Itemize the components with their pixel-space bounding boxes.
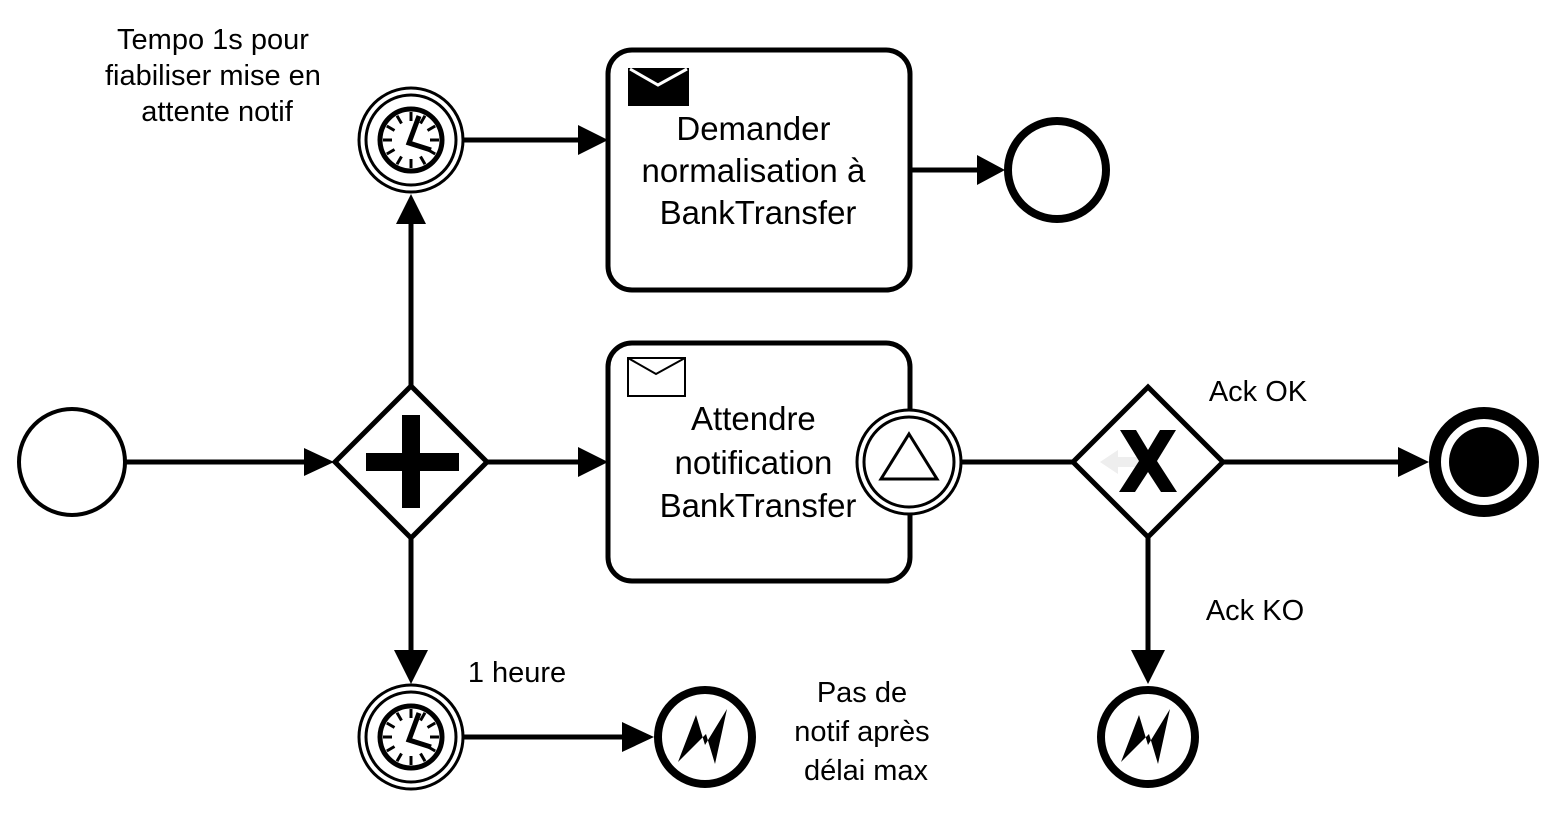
receive-task-label: Attendre notification BankTransfer: [660, 400, 857, 524]
flow-start-to-parallel-gateway[interactable]: [126, 448, 334, 476]
error-end-event-timeout[interactable]: [654, 686, 756, 788]
send-task-label: Demander normalisation à BankTransfer: [642, 110, 875, 231]
flow-parallel-gateway-to-timer-bottom[interactable]: [394, 538, 428, 684]
ack-ok-label: Ack OK: [1209, 376, 1308, 408]
arrowhead: [1398, 447, 1429, 477]
flow-xor-to-terminate-end[interactable]: [1223, 447, 1429, 477]
x-icon: [1119, 430, 1177, 492]
arrowhead: [396, 194, 426, 224]
clock-icon: [377, 106, 445, 174]
error-end-timeout-label: Pas de notif après délai max: [794, 677, 937, 787]
ghost-arrow-icon: [1100, 450, 1140, 474]
lightning-icon: [1121, 709, 1170, 764]
send-task[interactable]: Demander normalisation à BankTransfer: [605, 47, 913, 293]
exclusive-gateway[interactable]: [1069, 383, 1227, 541]
error-end-event-ko[interactable]: [1097, 686, 1199, 788]
lightning-icon: [678, 709, 727, 764]
flow-send-task-to-end-event[interactable]: [910, 155, 1005, 185]
arrowhead: [622, 722, 654, 752]
arrowhead: [977, 155, 1005, 185]
filled-envelope-icon: [628, 67, 689, 106]
timer-bottom-label: 1 heure: [468, 657, 566, 689]
sequence-flows: [126, 125, 1429, 752]
flow-xor-to-error-end-ko[interactable]: [1131, 537, 1165, 684]
end-event-top[interactable]: [1004, 117, 1110, 223]
flow-parallel-gateway-to-receive-task[interactable]: [487, 447, 608, 477]
timer-event-bottom[interactable]: [357, 683, 465, 791]
ack-ko-label: Ack KO: [1206, 595, 1304, 627]
terminate-end-event[interactable]: [1429, 407, 1539, 517]
clock-icon: [377, 703, 445, 771]
plus-icon: [366, 415, 459, 508]
triangle-icon: [878, 431, 940, 481]
receive-task[interactable]: Attendre notification BankTransfer: [605, 340, 913, 584]
envelope-outline-icon: [627, 357, 686, 397]
timer-event-top[interactable]: [357, 86, 465, 194]
flow-timer-top-to-send-task[interactable]: [463, 125, 608, 155]
arrowhead: [304, 448, 334, 476]
arrowhead: [578, 447, 608, 477]
arrowhead: [394, 650, 428, 684]
arrowhead: [1131, 650, 1165, 684]
flow-timer-bottom-to-error-end-timeout[interactable]: [463, 722, 654, 752]
arrowhead: [578, 125, 608, 155]
start-event[interactable]: [17, 407, 127, 517]
parallel-gateway[interactable]: [331, 382, 491, 542]
boundary-signal-event[interactable]: [855, 408, 963, 516]
timer-top-label: Tempo 1s pour fiabiliser mise en attente…: [105, 24, 329, 128]
flow-parallel-gateway-to-timer-top[interactable]: [396, 194, 426, 386]
